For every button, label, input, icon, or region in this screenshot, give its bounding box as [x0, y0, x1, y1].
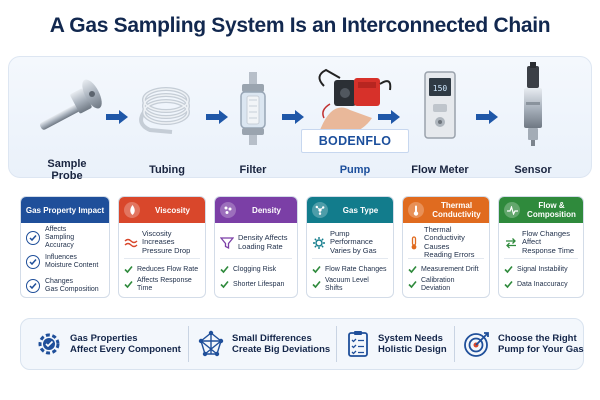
card-header: Gas Property Impact [21, 197, 109, 223]
check-icon [220, 265, 229, 274]
divider [336, 326, 337, 362]
component-tubing: Tubing [122, 60, 212, 180]
component-label: Filter [239, 164, 267, 176]
arrow-right-icon [206, 110, 228, 124]
divider [188, 326, 189, 362]
card-bullet: Signal Instability [504, 262, 578, 277]
card-header: Gas Type [307, 197, 393, 223]
page-title: A Gas Sampling System Is an Interconnect… [49, 14, 551, 37]
card-header: Density [215, 197, 297, 223]
card-bullet: Measurement Drift [408, 262, 484, 277]
component-label: Tubing [149, 164, 185, 176]
check-icon [220, 280, 229, 289]
component-sensor: Sensor [488, 60, 578, 180]
check-icon [408, 280, 417, 289]
gear-icon [313, 236, 325, 249]
filter-funnel-icon [220, 236, 234, 249]
probe-icon [39, 79, 102, 130]
wave-icon [124, 238, 138, 247]
check-icon [312, 265, 321, 274]
card-bullet: Clogging Risk [220, 262, 292, 277]
arrow-right-icon [106, 110, 128, 124]
pump-icon [318, 68, 392, 138]
molecule-icon [312, 202, 328, 218]
pulse-icon [504, 202, 520, 218]
flow-meter-display: 150 [433, 84, 448, 93]
check-icon [312, 280, 321, 289]
card-bullet: Calibration Deviation [408, 277, 484, 292]
component-flow-meter: 150 Flow Meter [395, 60, 485, 180]
droplet-icon [124, 202, 140, 218]
divider [454, 326, 455, 362]
component-label: Flow Meter [411, 164, 469, 176]
check-icon [124, 265, 133, 274]
card-bullet: Affects Response Time [124, 277, 200, 292]
component-label: Pump [339, 164, 371, 176]
particles-icon [220, 202, 236, 218]
arrow-right-icon [282, 110, 304, 124]
takeaways-panel [20, 318, 584, 370]
card-header: Flow &Composition [499, 197, 583, 223]
check-icon [124, 280, 133, 289]
card-bullet: Reduces Flow Rate [124, 262, 200, 277]
network-icon [198, 330, 224, 357]
check-circle-icon [26, 279, 40, 293]
card-bullet: Shorter Lifespan [220, 277, 292, 292]
sensor-icon [524, 62, 542, 146]
arrow-right-icon [378, 110, 400, 124]
component-label: Sensor [514, 164, 552, 176]
flow-meter-icon: 150 [424, 71, 456, 139]
component-pump: Pump [310, 60, 400, 180]
check-icon [408, 265, 417, 274]
thermometer-icon [411, 235, 417, 249]
card-header: Viscosity [119, 197, 205, 223]
brand-logo: BODENFLO [301, 129, 409, 153]
card-bullet: Data Inaccuracy [504, 277, 578, 292]
target-icon [464, 332, 489, 357]
gear-check-icon [38, 333, 60, 355]
check-circle-icon [26, 231, 40, 245]
check-icon [504, 280, 513, 289]
card-bullet: Vacuum Level Shifts [312, 277, 388, 292]
check-circle-icon [26, 255, 40, 269]
card-bullet: Flow Rate Changes [312, 262, 388, 277]
check-icon [504, 265, 513, 274]
tubing-icon [139, 87, 190, 134]
checklist-icon [348, 331, 368, 357]
filter-icon [240, 72, 266, 145]
arrow-right-icon [476, 110, 498, 124]
thermometer-icon [408, 202, 424, 218]
component-filter: Filter [208, 60, 298, 180]
flow-arrows-icon [506, 237, 516, 248]
